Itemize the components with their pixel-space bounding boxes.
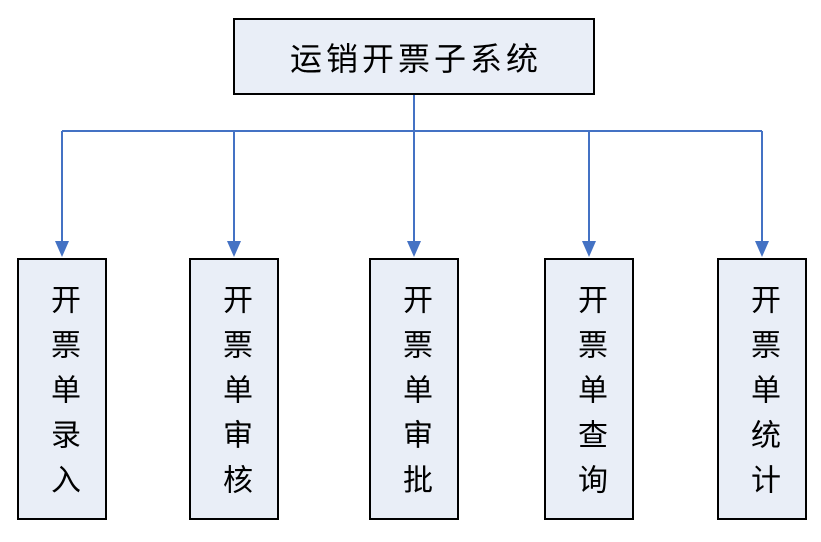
child-node-invoice-query: 开票单查询 (544, 258, 634, 520)
child-node-label: 开票单审批 (397, 284, 432, 509)
child-node-label: 开票单录入 (45, 284, 80, 509)
child-node-invoice-review: 开票单审核 (189, 258, 279, 520)
child-node-label: 开票单审核 (217, 284, 252, 509)
child-node-label: 开票单统计 (745, 284, 780, 509)
child-node-invoice-entry: 开票单录入 (17, 258, 107, 520)
child-node-label: 开票单查询 (572, 284, 607, 509)
arrow-down-icon (55, 241, 69, 257)
arrow-down-icon (582, 241, 596, 257)
child-node-invoice-statistics: 开票单统计 (717, 258, 807, 520)
root-node-invoicing-subsystem: 运销开票子系统 (233, 18, 595, 95)
arrow-down-icon (227, 241, 241, 257)
arrow-down-icon (755, 241, 769, 257)
child-node-invoice-approval: 开票单审批 (369, 258, 459, 520)
root-node-label: 运销开票子系统 (289, 39, 542, 78)
arrow-down-icon (407, 241, 421, 257)
